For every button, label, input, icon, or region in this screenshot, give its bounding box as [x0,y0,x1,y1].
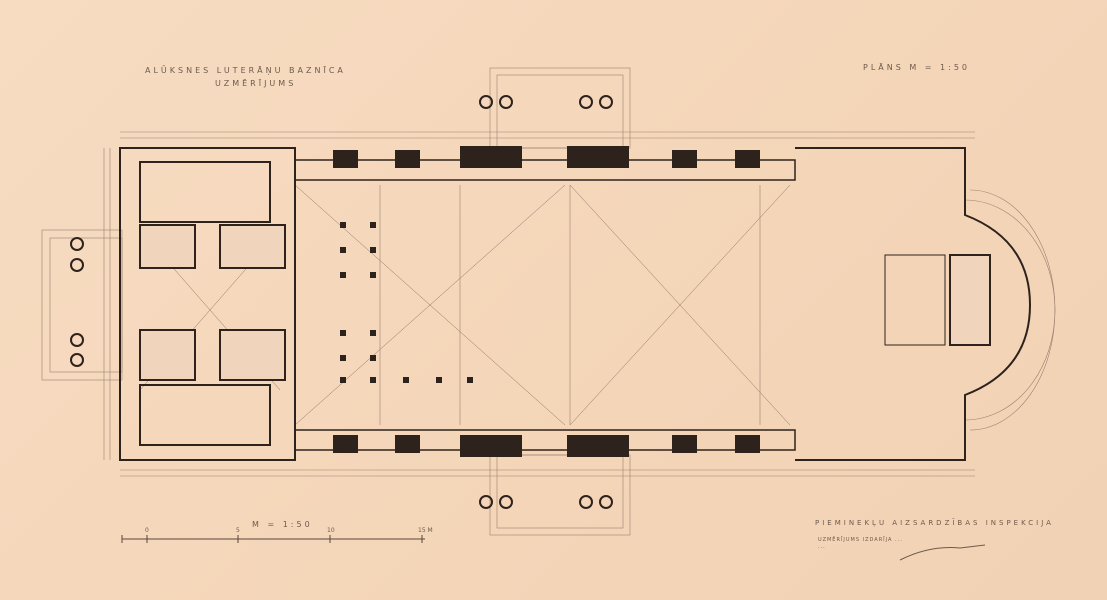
dimension-lines [41,67,1056,536]
signature [899,544,986,561]
authority-note-1: UZMĒRĪJUMS IZDARĪJA ... [818,537,903,543]
authority-note-2: ... [818,544,826,550]
interior-columns [340,222,473,383]
scale-tick-10: 10 [327,527,335,534]
plan-label: PLĀNS M = 1:50 [863,63,971,72]
walls [119,147,1032,461]
porch-columns [70,95,613,509]
title-line2: UZMĒRĪJUMS [215,79,297,88]
scale-tick-15: 15 M [418,527,433,534]
window-piers [333,146,760,457]
scale-bar-graphic [121,535,425,543]
scale-bar-label: M = 1:50 [252,520,313,529]
scale-tick-5: 5 [236,527,240,534]
title-line1: ALŪKSNES LUTERĀŅU BAZNĪCA [145,66,346,75]
scale-tick-0: 0 [145,527,149,534]
authority-name: PIEMINEKĻU AIZSARDZĪBAS INSPEKCIJA [815,519,1054,527]
